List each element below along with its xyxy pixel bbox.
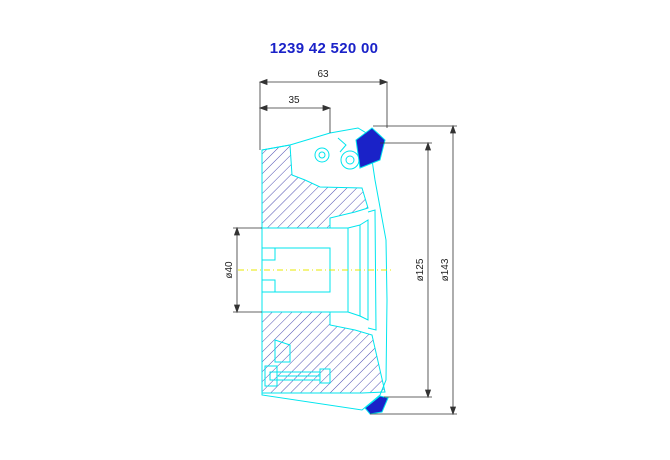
cutting-insert-top [355,127,386,169]
dimension-63 [258,78,389,150]
dimension-63-label: 63 [317,69,329,80]
dimension-35-label: 35 [288,95,300,106]
body-outline [261,127,388,411]
part-number-title: 1239 42 520 00 [269,40,379,57]
hatched-section-upper [261,144,369,229]
dimension-bore [233,226,262,314]
dimension-inner-label: ø125 [415,258,426,281]
dimension-outer [370,124,457,416]
dimension-inner [380,141,432,399]
cutting-insert-bottom [364,395,389,415]
dimension-outer-label: ø143 [440,258,451,281]
hatched-section-lower [261,311,386,394]
dimension-bore-label: ø40 [224,261,235,279]
dimension-35 [258,104,332,133]
